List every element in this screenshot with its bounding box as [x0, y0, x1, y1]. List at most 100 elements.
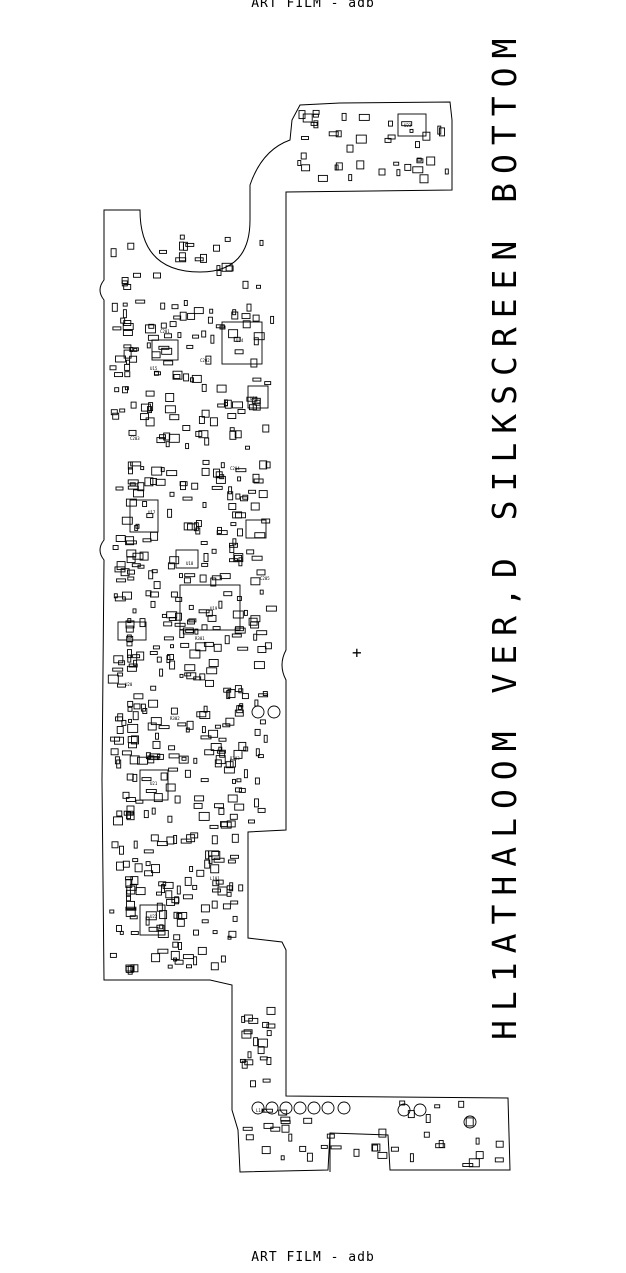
component-footprint [109, 952, 117, 958]
component-footprint [133, 489, 144, 498]
component-footprint [228, 486, 233, 495]
component-footprint [192, 334, 200, 339]
component-footprint [129, 355, 138, 363]
component-footprint [210, 864, 220, 874]
component-footprint [193, 522, 199, 532]
component-footprint [117, 672, 124, 677]
component-footprint [253, 661, 265, 670]
component-footprint [177, 722, 187, 727]
component-footprint [201, 330, 207, 338]
component-footprint [259, 719, 266, 725]
component-footprint [140, 403, 151, 412]
component-footprint [200, 904, 210, 913]
component-footprint [384, 137, 392, 143]
component-footprint [256, 569, 266, 576]
component-footprint [348, 174, 353, 182]
component-footprint [116, 578, 127, 583]
component-footprint [133, 272, 141, 278]
component-footprint [198, 609, 210, 614]
component-footprint [170, 707, 178, 715]
component-footprint [151, 953, 161, 963]
component-footprint [171, 897, 180, 904]
component-footprint [172, 941, 179, 948]
component-footprint [205, 850, 210, 860]
component-footprint [301, 136, 309, 140]
component-footprint [145, 911, 157, 921]
component-footprint [132, 858, 139, 863]
test-point-circle [321, 1101, 335, 1115]
component-footprint [179, 481, 188, 487]
component-footprint [217, 886, 228, 896]
component-footprint [229, 558, 238, 563]
component-footprint [244, 1059, 254, 1066]
component-footprint [458, 1100, 465, 1108]
component-footprint [393, 161, 400, 166]
component-footprint [265, 605, 277, 612]
component-footprint [172, 370, 183, 380]
component-footprint [257, 807, 266, 813]
component-footprint [475, 1137, 480, 1145]
component-footprint [163, 636, 174, 641]
component-footprint [226, 891, 232, 897]
component-footprint [220, 821, 232, 829]
component-footprint [127, 736, 138, 744]
component-footprint [145, 861, 151, 867]
component-footprint [270, 315, 275, 324]
component-footprint [206, 667, 218, 675]
component-footprint [182, 425, 191, 431]
component-footprint [250, 502, 260, 511]
component-footprint [227, 491, 234, 501]
component-label: U20 [125, 682, 133, 687]
component-footprint [153, 272, 161, 279]
component-footprint [183, 300, 188, 306]
component-footprint [159, 924, 164, 930]
component-footprint [253, 633, 258, 641]
component-footprint [127, 723, 139, 733]
component-footprint [146, 342, 151, 349]
component-footprint [419, 174, 429, 184]
component-footprint [175, 596, 183, 602]
component-footprint [194, 257, 204, 262]
component-footprint [306, 1152, 313, 1162]
component-footprint [297, 160, 302, 166]
component-footprint [234, 349, 244, 355]
component-footprint [126, 665, 137, 672]
component-footprint [353, 1148, 360, 1157]
component-footprint [162, 881, 174, 889]
component-footprint [160, 302, 166, 310]
component-footprint [191, 374, 202, 383]
component-footprint [136, 651, 145, 661]
component-footprint [246, 303, 252, 312]
component-footprint [214, 803, 224, 809]
test-point-circle [307, 1101, 321, 1115]
component-footprint [237, 409, 246, 414]
component-footprint [201, 624, 208, 631]
component-footprint [132, 654, 141, 659]
component-footprint [180, 481, 186, 491]
component-footprint [423, 1131, 430, 1138]
component-footprint [121, 750, 132, 756]
component-footprint [170, 644, 174, 649]
component-footprint [178, 912, 188, 919]
component-footprint [358, 113, 370, 121]
component-footprint [189, 649, 201, 659]
component-footprint [203, 553, 209, 562]
component-footprint [243, 769, 248, 779]
component-footprint [212, 930, 218, 935]
component-footprint [232, 610, 244, 619]
component-footprint [174, 959, 184, 965]
component-footprint [196, 869, 205, 877]
component-footprint [232, 915, 238, 922]
component-footprint [219, 750, 226, 758]
component-footprint [243, 1014, 253, 1022]
component-footprint [243, 609, 248, 616]
component-footprint [133, 703, 141, 710]
component-footprint [137, 564, 145, 569]
component-footprint [266, 1057, 272, 1065]
component-footprint [154, 371, 161, 376]
component-footprint [112, 412, 120, 420]
ic-footprint [245, 519, 267, 539]
component-footprint [205, 679, 214, 687]
component-footprint [145, 390, 155, 397]
component-footprint [263, 734, 268, 743]
